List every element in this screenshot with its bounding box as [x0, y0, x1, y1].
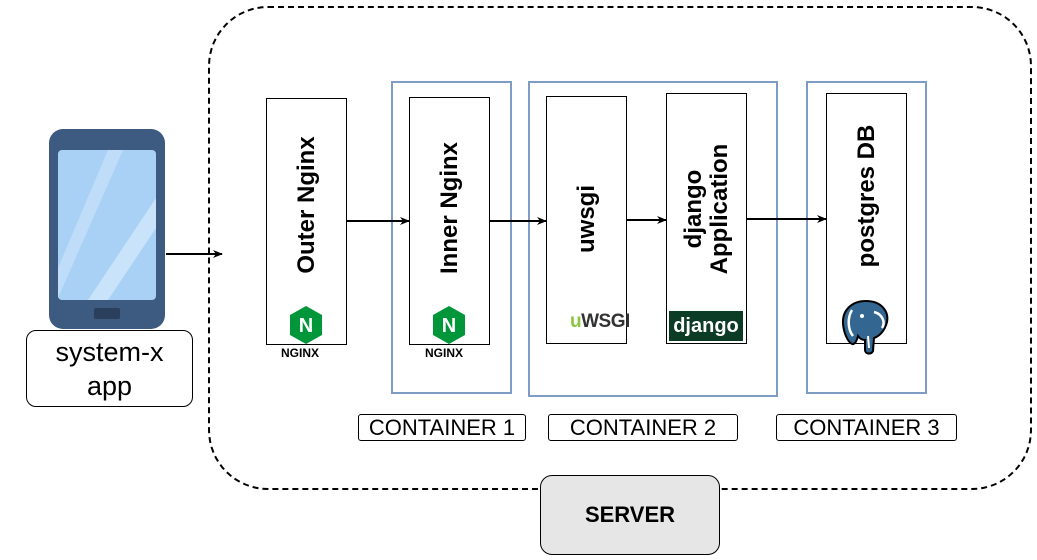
container-3-box: [806, 81, 927, 394]
server-label-text: SERVER: [584, 502, 676, 527]
nginx-logo-icon: N: [290, 306, 322, 344]
outer-nginx-logo-text: NGINX: [281, 346, 320, 360]
uwsgi-logo-u: u: [570, 311, 582, 332]
container-1-label: CONTAINER 1: [358, 414, 526, 441]
outer-nginx-node: Outer Nginx: [266, 98, 347, 345]
container-3-label: CONTAINER 3: [776, 414, 957, 441]
smartphone-icon: [49, 129, 165, 329]
uwsgi-logo-rest: WSGI: [581, 311, 630, 332]
postgres-elephant-icon: [841, 299, 889, 355]
django-logo-text: django: [673, 315, 739, 337]
uwsgi-node: uwsgi: [546, 96, 627, 344]
django-app-node: django Application: [666, 93, 747, 344]
app-label-line1: system-x: [55, 336, 164, 367]
app-label-line2: app: [86, 370, 133, 401]
django-logo-icon: django: [669, 311, 743, 341]
inner-nginx-logo-text: NGINX: [425, 346, 464, 360]
outer-nginx-logo-letter: N: [299, 315, 313, 337]
app-label: system-x app: [26, 330, 193, 407]
container-2-box: [528, 81, 778, 397]
inner-nginx-logo-letter: N: [442, 315, 456, 337]
uwsgi-logo-icon: uWSGI: [570, 311, 630, 333]
server-label: SERVER: [540, 475, 720, 555]
inner-nginx-node: Inner Nginx: [409, 97, 490, 345]
container-1-box: [391, 81, 512, 394]
nginx-logo-icon: N: [433, 306, 465, 344]
container-2-label: CONTAINER 2: [548, 414, 738, 441]
